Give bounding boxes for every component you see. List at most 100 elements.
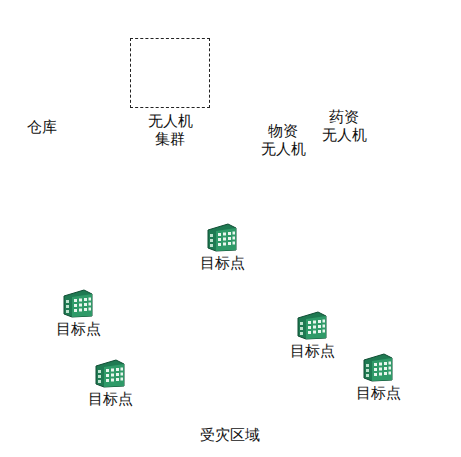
office-building (96, 241, 136, 242)
target-building-icon (206, 222, 238, 252)
city-cluster (210, 404, 214, 408)
drone-swarm (136, 45, 203, 98)
skyscraper (334, 244, 360, 252)
skyscraper (351, 216, 352, 296)
city-cluster (202, 352, 220, 418)
skyscraper (350, 200, 353, 214)
skyscraper (334, 216, 360, 298)
drone-icons (323, 74, 364, 101)
city-cluster (218, 404, 222, 408)
flight-path (319, 144, 342, 310)
node-label: 物资 无人机 (260, 122, 307, 158)
flight-path (237, 158, 268, 222)
target-building-icon (364, 354, 392, 381)
city-cluster (206, 388, 232, 418)
warehouse-wall (42, 48, 80, 108)
drone-icons (370, 54, 409, 80)
warehouse-window (33, 67, 39, 75)
node-label: 无人机 集群 (146, 112, 194, 148)
node-label: 目标点 (48, 320, 108, 338)
target-building-icon (94, 358, 126, 388)
city-cluster (210, 394, 214, 398)
target-building-icon (64, 290, 92, 317)
target-building-icon (62, 288, 94, 318)
drone-swarm (139, 47, 160, 60)
drone-swarm (181, 66, 204, 80)
city-cluster (216, 360, 238, 418)
city-cluster (188, 372, 208, 418)
city-cluster (210, 394, 244, 408)
office-building (96, 222, 136, 252)
office-building (96, 221, 136, 222)
city-cluster (205, 352, 247, 369)
city-cluster (218, 394, 222, 398)
skyscraper (334, 212, 360, 300)
tree (28, 276, 48, 308)
tree (296, 196, 326, 240)
disaster-region: 受灾区域目标点目标点目标点目标点目标点 (4, 198, 456, 452)
drone-node: 物资 无人机 (254, 84, 312, 158)
cluster-dashed-border (130, 38, 210, 108)
city-cluster (240, 402, 244, 406)
park (226, 308, 262, 344)
target-point: 目标点 (192, 222, 252, 272)
flight-path (84, 148, 132, 288)
drone-cluster-box: 无人机 集群 (130, 38, 210, 148)
office-building (96, 212, 136, 265)
drone-swarm (176, 45, 197, 58)
node-label: 目标点 (282, 342, 342, 360)
target-building-icon (208, 224, 236, 251)
tree (303, 196, 319, 212)
warehouse-icon (10, 32, 80, 108)
park (196, 296, 254, 310)
flight-path (117, 145, 254, 358)
city-cluster (205, 366, 208, 369)
target-building-icon (296, 310, 328, 340)
warehouse-window (14, 58, 39, 75)
warehouse-roof (10, 32, 80, 64)
drone-icons (335, 10, 376, 37)
city-cluster (246, 370, 264, 418)
dispatch-arrow (214, 7, 300, 62)
warehouse-node: 仓库 (4, 26, 80, 136)
node-label: 仓库 (27, 118, 57, 136)
dispatch-arrow-head (280, 7, 300, 33)
city-cluster (244, 352, 247, 355)
office-building (96, 231, 136, 232)
node-label: 目标点 (348, 384, 408, 402)
tree (296, 205, 314, 223)
city-cluster (205, 358, 208, 361)
flight-path (392, 90, 445, 352)
city-cluster (231, 402, 235, 406)
park (186, 286, 262, 344)
target-building-icon (298, 312, 326, 339)
skyscraper (334, 200, 384, 300)
city-cluster (188, 346, 264, 418)
city-cluster (212, 358, 215, 361)
warehouse-window (24, 63, 30, 71)
city-cluster (237, 352, 240, 355)
city-cluster (212, 366, 215, 369)
target-building-icon (362, 352, 394, 382)
flight-path (358, 144, 387, 352)
office-building (78, 206, 154, 275)
node-label: 药资 无人机 (321, 108, 368, 144)
target-point: 目标点 (282, 310, 342, 360)
city-cluster (226, 396, 250, 418)
drone-icons (263, 4, 410, 115)
tree (28, 276, 48, 298)
drone-swarm (146, 67, 167, 80)
skyscraper (334, 228, 360, 236)
tree (309, 224, 314, 240)
park (186, 312, 226, 344)
target-point: 目标点 (348, 352, 408, 402)
office-building (136, 236, 152, 265)
warehouse-wall (10, 48, 42, 108)
warehouse-window (14, 58, 20, 66)
node-label: 目标点 (192, 254, 252, 272)
target-building-icon (96, 360, 124, 387)
park (186, 286, 262, 338)
city-cluster (244, 360, 247, 363)
park (212, 308, 240, 324)
node-label: 目标点 (80, 390, 140, 408)
